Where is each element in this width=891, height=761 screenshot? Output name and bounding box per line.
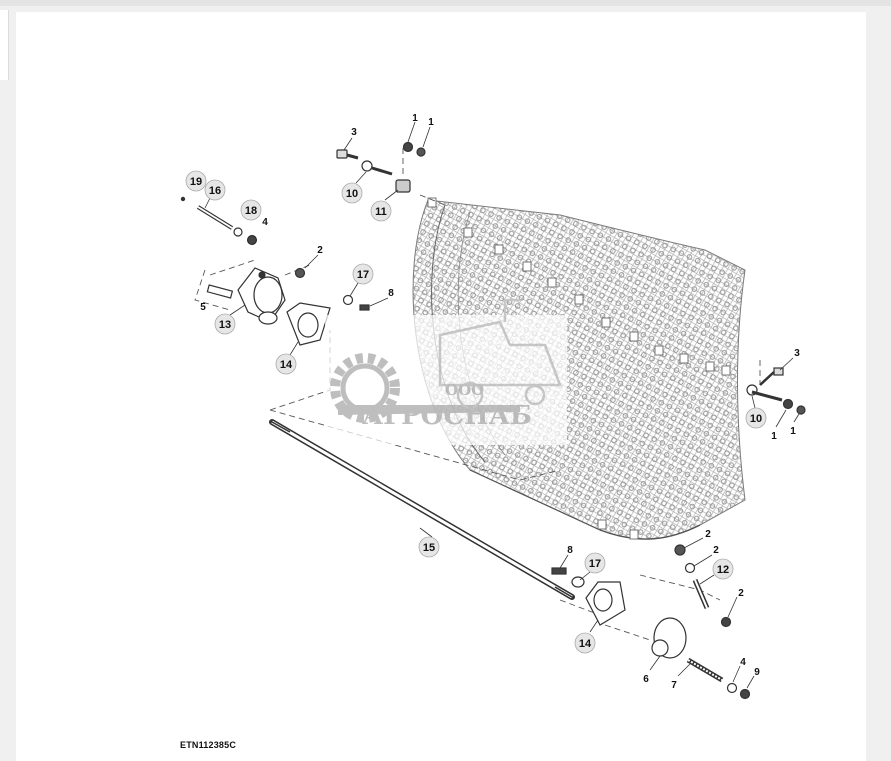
callout: 9 — [746, 667, 760, 689]
callout: 16 — [204, 179, 226, 209]
svg-text:1: 1 — [428, 117, 434, 128]
svg-text:10: 10 — [346, 188, 358, 200]
lower-right-parts — [551, 544, 751, 700]
watermark-logo: ООО АГРОСНАБ — [325, 298, 567, 445]
svg-text:1: 1 — [771, 431, 777, 442]
callout: 19 — [185, 170, 207, 192]
top-fasteners — [294, 141, 426, 311]
callout: 1 — [407, 113, 418, 143]
shaft-15 — [269, 419, 575, 600]
callout: 1 — [790, 413, 800, 437]
svg-text:15: 15 — [423, 542, 435, 554]
svg-text:8: 8 — [388, 288, 394, 299]
svg-text:14: 14 — [579, 638, 592, 650]
callout: 6 — [643, 655, 661, 685]
callout: 1 — [771, 409, 787, 442]
svg-text:3: 3 — [351, 127, 357, 138]
svg-text:18: 18 — [245, 205, 257, 217]
svg-text:1: 1 — [790, 426, 796, 437]
svg-text:5: 5 — [200, 302, 206, 313]
svg-text:2: 2 — [738, 588, 744, 599]
callout: 10 — [745, 395, 767, 429]
svg-text:17: 17 — [589, 558, 601, 570]
callout: 5 — [200, 302, 206, 313]
svg-text:8: 8 — [567, 545, 573, 556]
svg-text:2: 2 — [713, 545, 719, 556]
svg-text:16: 16 — [209, 185, 221, 197]
svg-text:3: 3 — [794, 348, 800, 359]
callout: 11 — [370, 189, 399, 222]
callout: 14 — [275, 341, 299, 375]
svg-text:13: 13 — [219, 319, 231, 331]
callout: 2 — [304, 245, 323, 269]
callout: 4 — [262, 217, 268, 228]
svg-text:10: 10 — [750, 413, 762, 425]
callout: 8 — [369, 288, 394, 307]
callout: 15 — [418, 527, 440, 558]
svg-text:4: 4 — [740, 657, 746, 668]
svg-text:14: 14 — [280, 359, 293, 371]
svg-text:6: 6 — [643, 674, 649, 685]
bolt-16 — [180, 196, 257, 245]
callout: 2 — [683, 529, 711, 549]
right-fasteners — [746, 367, 806, 415]
callout: 3 — [343, 127, 357, 151]
svg-text:12: 12 — [717, 564, 729, 576]
callout: 17 — [579, 552, 606, 581]
callout: 18 — [240, 199, 262, 221]
svg-text:2: 2 — [317, 245, 323, 256]
watermark-name: АГРОСНАБ — [362, 401, 532, 431]
left-panel-edge — [0, 10, 9, 80]
bearing-housing-13 — [206, 267, 286, 325]
svg-text:7: 7 — [671, 680, 677, 691]
flange-14-upper — [286, 302, 331, 346]
callout: 2 — [727, 588, 744, 618]
svg-text:2: 2 — [705, 529, 711, 540]
svg-text:9: 9 — [754, 667, 760, 678]
callout: 1 — [422, 117, 434, 148]
svg-text:1: 1 — [412, 113, 418, 124]
callout: 4 — [732, 657, 746, 683]
callout: 17 — [349, 263, 374, 297]
svg-text:17: 17 — [357, 269, 369, 281]
callout: 2 — [693, 545, 719, 567]
callout: 3 — [779, 348, 800, 371]
callout: 10 — [341, 171, 367, 204]
top-bar — [0, 0, 891, 6]
callout: 7 — [671, 663, 691, 691]
callout: 12 — [699, 558, 734, 585]
figure-code: ETN112385C — [180, 740, 237, 750]
watermark-prefix: ООО — [445, 381, 484, 399]
callout: 8 — [559, 545, 573, 569]
grate-screen — [412, 197, 746, 540]
callout: 13 — [214, 304, 246, 335]
svg-text:19: 19 — [190, 176, 202, 188]
svg-text:11: 11 — [375, 206, 387, 218]
callout-labels: 1 1 3 10 11 19 16 18 4 2 5 13 17 8 14 3 … — [185, 113, 800, 691]
svg-text:4: 4 — [262, 217, 268, 228]
callout: 14 — [574, 619, 599, 654]
